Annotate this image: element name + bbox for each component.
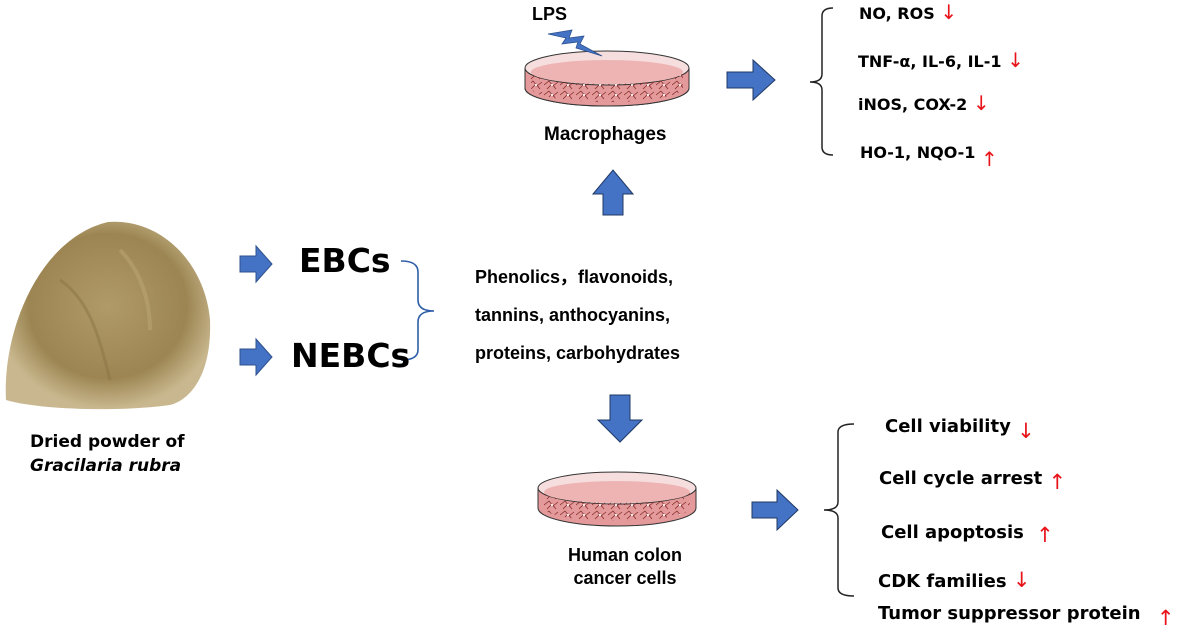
arrow-down-to-cancer-cells [596,394,644,443]
arrow-up-to-macrophages [591,169,635,216]
fraction-brace [400,260,435,361]
macrophage-effect-item: iNOS, COX-2 ↓ [858,91,990,115]
compound-list: Phenolics，flavonoids, tannins, anthocyan… [475,258,680,372]
effect-label: NO, ROS [859,4,935,23]
cancer-cells-label-line1: Human colon [568,545,683,565]
effect-label: Cell viability [885,416,1011,437]
effect-label: Tumor suppressor protein [878,603,1141,624]
effect-label: Cell cycle arrest [879,468,1043,489]
cancer-effect-item: Tumor suppressor protein ↑ [878,600,1175,630]
powder-caption: Dried powder of Gracilaria rubra [30,432,185,476]
up-arrow-icon: ↑ [1156,606,1175,630]
compound-line-3: proteins, carbohydrates [475,343,681,363]
powder-image [5,221,211,410]
cancer-cells-label-line2: cancer cells [573,568,677,588]
arrow-to-ebcs [239,244,273,284]
compound-line-2: tannins, anthocyanins, [475,305,671,325]
cancer-effect-item: Cell cycle arrest ↑ [879,465,1066,494]
cancer-effect-item: CDK families ↓ [878,568,1030,592]
macrophages-label: Macrophages [544,124,667,145]
effect-label: iNOS, COX-2 [858,95,968,114]
up-arrow-icon: ↑ [980,147,998,171]
up-arrow-icon: ↑ [1048,470,1067,494]
down-arrow-icon: ↓ [1007,48,1024,72]
cancer-cell-petri-dish [537,471,697,527]
up-arrow-icon: ↑ [1036,523,1054,547]
macrophage-effect-item: TNF-α, IL-6, IL-1 ↓ [858,48,1024,72]
lps-label: LPS [532,4,568,24]
macrophage-effects-brace [809,7,834,156]
down-arrow-icon: ↓ [1017,419,1035,443]
macrophage-effect-item: HO-1, NQO-1 ↑ [860,139,998,171]
effect-label: TNF-α, IL-6, IL-1 [858,52,1002,71]
arrow-to-macrophage-effects [726,58,776,102]
cancer-cells-label: Human colon cancer cells [568,544,682,590]
down-arrow-icon: ↓ [1012,568,1031,592]
cancer-effect-item: Cell viability ↓ [885,413,1035,443]
ebcs-label: EBCs [299,241,391,280]
down-arrow-icon: ↓ [940,0,958,24]
compound-line-1: Phenolics，flavonoids, [475,267,674,287]
macrophage-effect-item: NO, ROS ↓ [859,0,957,24]
arrow-to-cancer-effects [751,488,799,532]
effect-label: CDK families [878,571,1007,592]
macrophage-petri-dish [524,50,690,107]
powder-caption-line1: Dried powder of [30,432,185,452]
species-name: Gracilaria rubra [30,456,182,476]
lps-lightning-icon [547,29,603,57]
down-arrow-icon: ↓ [972,91,990,115]
effect-label: Cell apoptosis [881,522,1024,543]
nebcs-label: NEBCs [291,336,411,375]
cancer-effects-brace [823,423,855,597]
cancer-effect-item: Cell apoptosis ↑ [881,519,1054,547]
effect-label: HO-1, NQO-1 [860,143,976,162]
arrow-to-nebcs [239,337,273,377]
